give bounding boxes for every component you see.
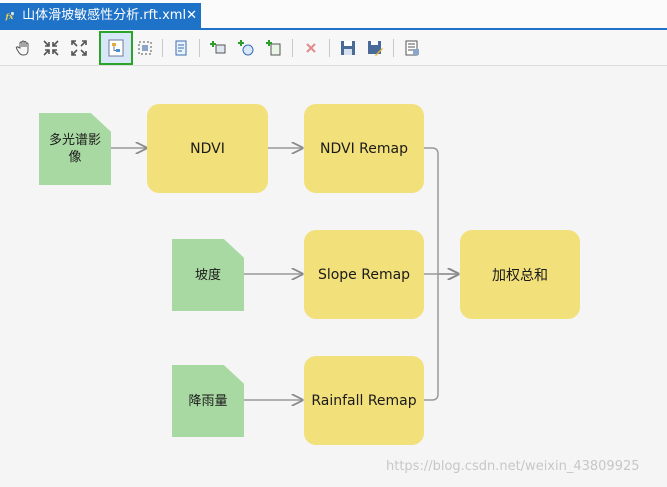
add-variable-icon[interactable] (262, 36, 286, 60)
template-properties-icon[interactable] (400, 36, 424, 60)
add-function-icon[interactable] (234, 36, 258, 60)
pan-hand-icon[interactable] (12, 36, 36, 60)
properties-icon[interactable] (169, 36, 193, 60)
document-tab[interactable]: fx 山体滑坡敏感性分析.rft.xml ✕ (0, 3, 201, 28)
toolbar-separator (292, 39, 293, 57)
zoom-out-expand-icon[interactable] (67, 36, 91, 60)
function-rainfall-remap[interactable]: Rainfall Remap (304, 356, 424, 445)
close-icon[interactable]: ✕ (186, 8, 197, 23)
toolbar-separator (329, 39, 330, 57)
toolbar (0, 30, 667, 66)
add-raster-icon[interactable] (206, 36, 230, 60)
connector-layer (110, 67, 667, 487)
function-ndvi-remap[interactable]: NDVI Remap (304, 104, 424, 193)
toolbar-separator (199, 39, 200, 57)
delete-icon[interactable] (299, 36, 323, 60)
watermark: https://blog.csdn.net/weixin_43809925 (386, 459, 640, 474)
function-ndvi[interactable]: NDVI (147, 104, 268, 193)
svg-text:fx: fx (5, 11, 14, 20)
input-rainfall[interactable]: 降雨量 (172, 365, 244, 437)
toolbar-separator (393, 39, 394, 57)
save-as-icon[interactable] (363, 36, 387, 60)
input-multispectral-image[interactable]: 多光谱影 像 (39, 113, 111, 185)
toolbar-separator (162, 39, 163, 57)
document-tab-strip: fx 山体滑坡敏感性分析.rft.xml ✕ (0, 0, 667, 28)
model-canvas[interactable]: 多光谱影 像 坡度 降雨量 NDVI NDVI Remap Slope Rema… (0, 67, 667, 487)
connector-rainfallremap-sum (424, 274, 458, 401)
function-weighted-sum[interactable]: 加权总和 (460, 230, 580, 319)
auto-layout-icon[interactable] (99, 31, 133, 65)
tab-underline (0, 28, 667, 30)
function-slope-remap[interactable]: Slope Remap (304, 230, 424, 319)
raster-function-template-icon: fx (5, 9, 17, 22)
save-icon[interactable] (336, 36, 360, 60)
document-tab-title: 山体滑坡敏感性分析.rft.xml (22, 8, 187, 23)
zoom-in-collapse-icon[interactable] (39, 36, 63, 60)
connector-ndviremap-sum (424, 147, 458, 274)
fit-to-window-icon[interactable] (133, 36, 157, 60)
input-slope[interactable]: 坡度 (172, 239, 244, 311)
